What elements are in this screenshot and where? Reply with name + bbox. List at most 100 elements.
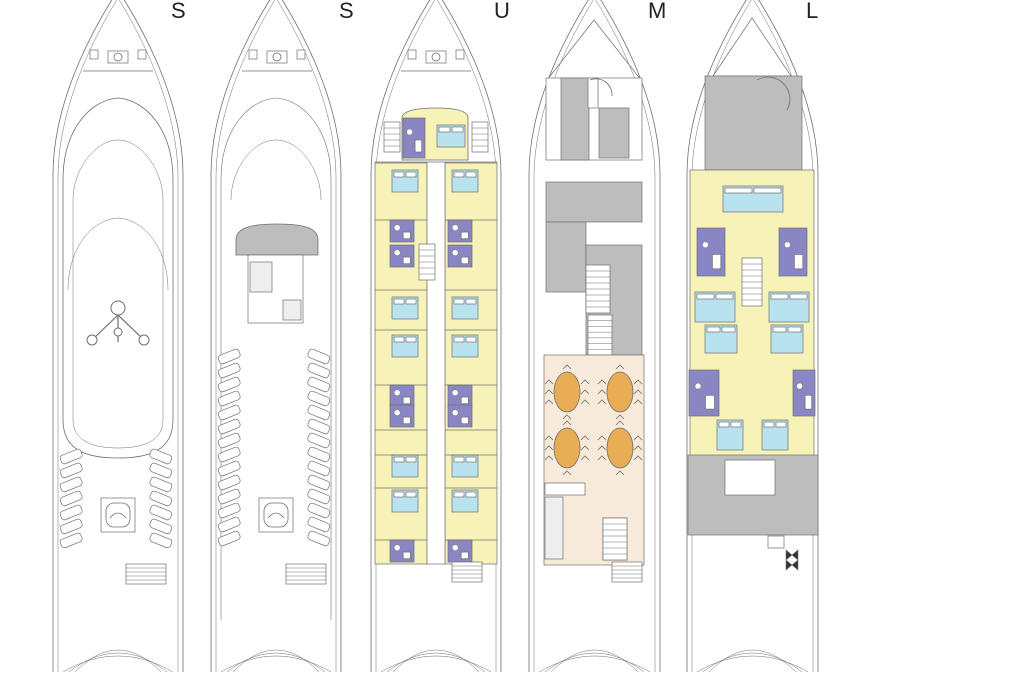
- deck3-port-bed: [391, 296, 419, 320]
- deck3-port-bath-toilet: [393, 544, 401, 551]
- deck1-mast-hub: [113, 327, 123, 337]
- deck2-anchor-winch-bollard-left: [248, 49, 258, 60]
- deck1-hull-stern-line: [68, 652, 168, 673]
- deck4-dining-table-chair: [580, 389, 590, 395]
- deck3-hull-stern-line: [380, 655, 492, 673]
- deck5-port-bed-2-pillow: [721, 326, 736, 333]
- deck3-starboard-bed-pillow: [465, 171, 477, 178]
- deck4-aft-stairs-2: [602, 517, 628, 561]
- deck2-hull-stern-line: [220, 655, 332, 673]
- deck4-dining-table-chair: [544, 455, 554, 461]
- deck4-hull-outer: [528, 0, 661, 677]
- deck3-anchor-winch-drum: [431, 52, 441, 62]
- deck4-crew-cabin: [560, 77, 590, 161]
- deck2-jacuzzi-tub: [263, 502, 289, 528]
- deck5-starboard-bed-3-pillow: [775, 421, 787, 428]
- deck3-starboard-bed-pillow: [453, 456, 465, 463]
- deck3-starboard-bath-shower: [460, 416, 469, 425]
- deck3-starboard-bed: [451, 454, 479, 478]
- deck2-loungers-starboard-lounger: [307, 432, 331, 449]
- deck5-port-bath-1: [696, 227, 726, 277]
- deck2-loungers-starboard-lounger: [307, 502, 331, 519]
- deck5-starboard-bed-1: [768, 291, 810, 323]
- deck2-hull-inner: [215, 0, 337, 677]
- deck1-loungers-starboard-lounger: [149, 532, 173, 549]
- deck4-stair-well: [587, 77, 599, 109]
- deck2-loungers-port-lounger: [217, 432, 241, 449]
- deck3-starboard-bed-pillow: [465, 456, 477, 463]
- deck1-mast-foot: [138, 334, 150, 346]
- deck2-aft-stairs-frame: [285, 563, 327, 585]
- deck3-starboard-bed-pillow: [465, 491, 477, 498]
- deck3-port-bath-shower: [402, 231, 411, 240]
- deck2-jacuzzi-seat: [267, 512, 285, 519]
- deck1-hull-stern-line: [74, 649, 162, 673]
- deck4-hull-stern-line: [544, 652, 645, 673]
- deck4-dining-table-chair: [633, 399, 643, 405]
- deck1-hull-inner: [57, 0, 179, 677]
- deck5-starboard-bed-1-pillow: [789, 293, 808, 300]
- deck4-dining-table-chair: [633, 455, 643, 461]
- deck1-anchor-winch-drum: [113, 52, 123, 62]
- deck3-port-bed: [391, 454, 419, 478]
- deck1-loungers-starboard-lounger: [149, 490, 173, 507]
- deck2-loungers-port-lounger: [217, 362, 241, 379]
- deck4-buffet: [544, 482, 586, 496]
- deck3-starboard-bath-toilet: [451, 544, 459, 551]
- deck2-wheelhouse: [235, 223, 319, 324]
- deck3-starboard-bath-toilet: [451, 409, 459, 416]
- deck4-dining-table: [597, 420, 643, 476]
- deck4-dining-table-chair: [580, 379, 590, 385]
- deck5-hull-stern-line: [708, 649, 797, 673]
- deck3-port-bed-pillow: [405, 336, 417, 343]
- deck5-starboard-bath-1-shower: [794, 254, 804, 270]
- deck5-starboard-bed-2-pillow: [787, 326, 802, 333]
- deck1-jacuzzi-tub: [105, 502, 131, 528]
- deck1-loungers-port-lounger: [59, 532, 83, 549]
- deck1-anchor-winch-bollard-right: [137, 49, 147, 60]
- deck4-dining-table-chair: [615, 364, 625, 370]
- deck3-starboard-bed: [451, 489, 479, 513]
- deck3-starboard-bath-toilet: [451, 224, 459, 231]
- deck3-port-bath-toilet: [393, 249, 401, 256]
- deck4-dining-table-chair: [580, 435, 590, 441]
- deck4-main-stairs-frame: [587, 314, 613, 356]
- deck4-dining-table-chair: [580, 455, 590, 461]
- deck2-loungers-port-lounger: [217, 488, 241, 505]
- deck4-dining-table-chair: [633, 435, 643, 441]
- deck3-port-bath: [389, 219, 415, 243]
- deck1-loungers-port-lounger: [59, 518, 83, 535]
- deck3-starboard-bed: [451, 169, 479, 193]
- deck2-hull: [210, 0, 342, 677]
- deck5-port-bath-2-shower: [705, 394, 715, 410]
- deck4-main-stairs: [587, 314, 613, 356]
- deck3-hull: [370, 0, 502, 677]
- deck2-loungers-starboard-lounger: [307, 446, 331, 463]
- deck3-port-bath-shower: [402, 396, 411, 405]
- deck3-starboard-bed-pillow: [453, 491, 465, 498]
- deck3-port-bath-toilet: [393, 409, 401, 416]
- deck4-hull-stern-line: [550, 649, 639, 673]
- deck1-loungers-port-lounger: [59, 476, 83, 493]
- deck3-forward-suite-bed-pillow: [451, 126, 464, 133]
- deck5-starboard-bath-2-shower: [804, 394, 813, 410]
- deck4-dining-table-chair: [615, 470, 625, 476]
- deck5-port-bath-1-shower: [712, 254, 722, 270]
- deck4-dining-table-top: [553, 371, 581, 413]
- deck5-starboard-bed-3-pillow: [763, 421, 775, 428]
- deck4-dining-table: [597, 364, 643, 420]
- deck4-dining-table-chair: [633, 389, 643, 395]
- deck4-dining-table-chair: [562, 420, 572, 426]
- deck3-forward-suite-bed-pillow: [438, 126, 451, 133]
- deck1-jacuzzi: [100, 497, 136, 533]
- deck3-port-bed-pillow: [393, 171, 405, 178]
- deck4-dining-table-chair: [597, 445, 607, 451]
- deck5-hatch-icon: [785, 549, 799, 571]
- deck3-port-bed-pillow: [393, 491, 405, 498]
- deck1-hull-outer: [52, 0, 184, 677]
- deck3-port-bed-pillow: [405, 491, 417, 498]
- deck1-loungers-starboard-lounger: [149, 462, 173, 479]
- deck4-dining-table-chair: [633, 445, 643, 451]
- deck3-forward-suite-bath-toilet: [406, 128, 413, 136]
- deck3-port-bed: [391, 169, 419, 193]
